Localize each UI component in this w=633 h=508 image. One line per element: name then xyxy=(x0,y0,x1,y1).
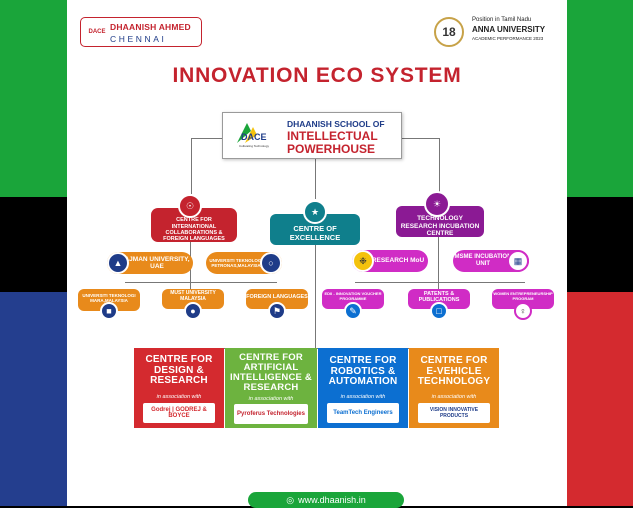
partner-logo: Pyroferus Technologies xyxy=(234,404,308,424)
connector xyxy=(438,237,439,289)
foreign-node: FOREIGN LANGUAGES xyxy=(246,289,308,309)
root-logo-text: DACE xyxy=(241,132,267,142)
centre-card-ai: CENTRE FOR ARTIFICIAL INTELLIGENCE & RES… xyxy=(225,348,317,428)
msme-label: MSME INCUBATION UNIT xyxy=(454,254,512,267)
root-line2: INTELLECTUAL xyxy=(287,129,378,143)
unimap-logo-icon: ■ xyxy=(100,302,118,320)
chat-icon: ✎ xyxy=(344,302,362,320)
lightbulb-icon: ☀ xyxy=(424,191,450,217)
centre-card-ev: CENTRE FOR E-VEHICLE TECHNOLOGY in assoc… xyxy=(409,348,499,428)
centre-title: CENTRE FOR DESIGN & RESEARCH xyxy=(145,354,213,386)
connector xyxy=(191,138,222,139)
centre-assoc: in association with xyxy=(340,394,386,400)
award-icon: ★ xyxy=(303,200,327,224)
women-node: WOMEN ENTREPRENEURSHIP PROGRAM xyxy=(492,289,554,309)
web-globe-icon: ◎ xyxy=(286,494,295,505)
centre-assoc: in association with xyxy=(248,396,294,402)
collab-node: CENTRE FOR INTERNATIONAL COLLABORATIONS … xyxy=(151,208,237,242)
utp-label: UNIVERSITI TEKNOLOGI PETRONAS,MALAYSIA xyxy=(209,257,263,268)
unimap-node: UNIVERSITI TEKNOLOGI MARA,MALAYSIA xyxy=(78,289,140,311)
must-logo-icon: ● xyxy=(184,302,202,320)
website-label: www.dhaanish.in xyxy=(298,495,366,505)
centre-assoc: in association with xyxy=(431,394,477,400)
centre-title: CENTRE FOR E-VEHICLE TECHNOLOGY xyxy=(417,355,491,387)
page-title: INNOVATION ECO SYSTEM xyxy=(172,64,462,87)
connector xyxy=(439,138,440,194)
partner-logo: TeamTech Engineers xyxy=(327,403,399,423)
connector xyxy=(191,138,192,194)
centre-card-design: CENTRE FOR DESIGN & RESEARCH in associat… xyxy=(134,348,224,428)
excellence-label: CENTRE OF EXCELLENCE xyxy=(289,224,341,242)
globe-icon: ☉ xyxy=(178,194,202,218)
connector xyxy=(315,159,316,199)
must-node: MUST UNIVERSITY MALAYSIA xyxy=(162,289,224,309)
badge-line3: ACADEMIC PERFORMANCE 2023 xyxy=(472,36,544,41)
patents-label: PATENTS & PUBLICATIONS xyxy=(418,290,460,303)
partner-logo: Godrej | GODREJ & BOYCE xyxy=(143,403,215,423)
centre-title: CENTRE FOR ROBOTICS & AUTOMATION xyxy=(328,355,398,387)
dace-logo-mark: DACE xyxy=(88,29,106,35)
edii-node: EDII - INNOVATION VOUCHER PROGRAMME xyxy=(322,289,384,309)
collab-label: CENTRE FOR INTERNATIONAL COLLABORATIONS … xyxy=(163,217,225,243)
centre-assoc: in association with xyxy=(156,394,202,400)
dace-logo: DACE DHAANISH AHMED CHENNAI xyxy=(80,17,202,47)
connector xyxy=(402,138,439,139)
university-icon: ▲ xyxy=(107,252,129,274)
edii-label: EDII - INNOVATION VOUCHER PROGRAMME xyxy=(324,290,382,301)
root-logo-sub: Cultivating Technology xyxy=(239,144,269,148)
laptop-icon: □ xyxy=(430,302,448,320)
mou-label: RESEARCH MoU xyxy=(371,257,425,265)
partner-logo: VISION INNOVATIVE PRODUCTS xyxy=(418,403,490,423)
must-label: MUST UNIVERSITY MALAYSIA xyxy=(170,290,216,302)
centre-title: CENTRE FOR ARTIFICIAL INTELLIGENCE & RES… xyxy=(230,352,312,393)
connector xyxy=(355,282,525,283)
dace-root-logo-icon xyxy=(237,123,257,143)
utp-logo-icon: ○ xyxy=(260,252,282,274)
badge-line2: ANNA UNIVERSITY xyxy=(472,25,546,34)
badge-line1: Position in Tamil Nadu xyxy=(472,17,532,23)
centre-card-robotics: CENTRE FOR ROBOTICS & AUTOMATION in asso… xyxy=(318,348,408,428)
foreign-label: FOREIGN LANGUAGES xyxy=(246,293,308,300)
root-line3: POWERHOUSE xyxy=(287,142,376,156)
website-link[interactable]: ◎ www.dhaanish.in xyxy=(248,492,404,508)
logo-line2: CHENNAI xyxy=(110,34,167,44)
research-label: TECHNOLOGY RESEARCH INCUBATION CENTRE xyxy=(400,215,480,238)
root-line1: DHAANISH SCHOOL OF xyxy=(287,119,385,129)
women-icon: ♀ xyxy=(514,302,532,320)
rank-badge-icon: 18 xyxy=(434,17,464,47)
women-label: WOMEN ENTREPRENEURSHIP PROGRAM xyxy=(493,290,553,301)
ajman-node: AJMAN UNIVERSITY, UAE xyxy=(107,252,193,274)
connector xyxy=(315,245,316,348)
logo-line1: DHAANISH AHMED xyxy=(110,22,191,32)
ajman-label: AJMAN UNIVERSITY, UAE xyxy=(124,255,190,270)
root-node: DACE Cultivating Technology DHAANISH SCH… xyxy=(222,112,402,159)
unimap-label: UNIVERSITI TEKNOLOGI MARA,MALAYSIA xyxy=(82,292,136,303)
msme-logo-icon: ▦ xyxy=(507,250,529,272)
bulb-icon: ❉ xyxy=(352,250,374,272)
flag-icon: ⚑ xyxy=(268,302,286,320)
patents-node: PATENTS & PUBLICATIONS xyxy=(408,289,470,309)
connector xyxy=(125,282,277,283)
